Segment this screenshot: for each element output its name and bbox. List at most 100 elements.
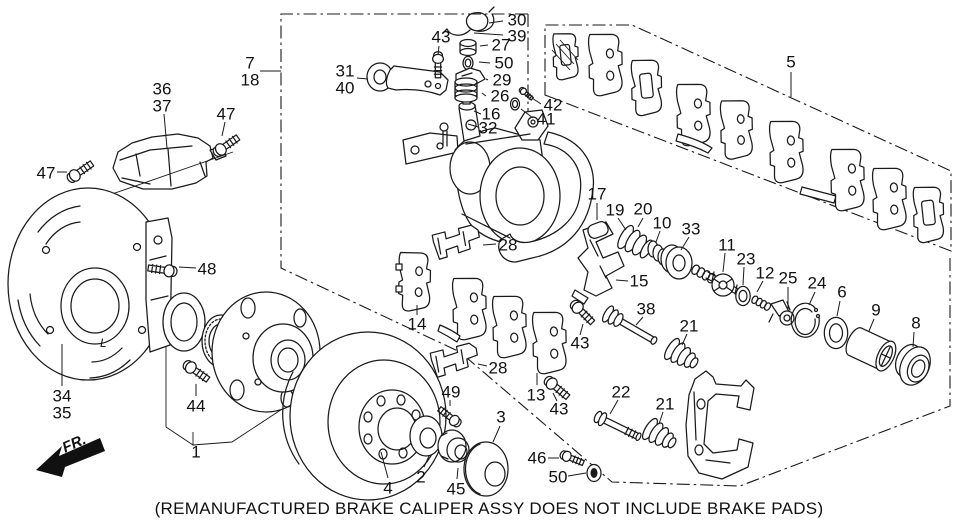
callout-leader-line [489, 21, 503, 23]
brake-pad-13 [528, 308, 571, 376]
callout-leader-line [381, 452, 388, 478]
pin-boot-21-upper [661, 335, 704, 376]
spring-cap-part [460, 40, 476, 56]
part-number-callout: 49 [442, 382, 461, 401]
brake-pad [868, 164, 911, 232]
return-spring-part [443, 7, 494, 35]
callout-leader-line [164, 114, 167, 148]
part-number-callout: 18 [241, 70, 260, 89]
part-number-callout: 19 [606, 200, 625, 219]
wear-indicator [800, 187, 836, 203]
part-number-callout: 47 [217, 104, 236, 123]
part-number-callout: 43 [432, 27, 451, 46]
part-number-callout: 43 [571, 333, 590, 352]
part-number-callout: 50 [549, 467, 568, 486]
brake-pad [765, 117, 808, 185]
pad-retainer-clip [431, 223, 483, 261]
dust-cap-part [464, 442, 508, 496]
part-number-callout: 4 [383, 478, 392, 497]
callout-leader-line [357, 78, 368, 79]
part-number-callout: 38 [637, 299, 656, 318]
part-number-callout: 28 [499, 235, 518, 254]
callout-leader-line [483, 244, 496, 245]
part-number-callout: 9 [871, 300, 880, 319]
caliper-body-part [403, 110, 593, 262]
part-number-callout: 41 [537, 109, 556, 128]
shield-bolt-axis-line [95, 152, 233, 200]
adjuster-spindle-33 [661, 245, 742, 296]
diagram-caption: (REMANUFACTURED BRAKE CALIPER ASSY DOES … [155, 499, 824, 518]
callout-leader-line [486, 79, 488, 80]
part-number-callout: 16 [482, 104, 501, 123]
part-number-callout: 30 [508, 10, 527, 29]
part-number-callout: 11 [718, 235, 736, 254]
callout-leader-line [723, 253, 725, 272]
part-number-callout: 12 [756, 263, 775, 282]
callout-leader-line [480, 45, 488, 46]
part-number-callout: 45 [447, 479, 466, 498]
part-number-callout: 39 [508, 26, 527, 45]
part-number-callout: 26 [491, 86, 510, 105]
part-number-callout: 35 [53, 403, 72, 422]
callout-leader-line [468, 124, 478, 127]
pad-shim [549, 31, 582, 82]
callout-leader-line [681, 237, 689, 250]
slide-pin-22 [592, 409, 643, 444]
part-number-callout: 36 [153, 79, 172, 98]
part-number-callout: 24 [808, 273, 827, 292]
pad-shim [627, 57, 666, 118]
caliper-group-border [281, 14, 950, 486]
part-number-callout: 3 [496, 407, 505, 426]
callout-leader-line [479, 62, 490, 63]
brake-pad [488, 292, 531, 360]
part-number-callout: 40 [336, 78, 355, 97]
part-number-callout: 17 [588, 184, 607, 203]
pad-spring-bracket-part [572, 222, 624, 304]
part-number-callout: 25 [779, 268, 798, 287]
callout-leader-line [757, 281, 763, 292]
part-number-callout: 14 [408, 314, 427, 333]
grommet-50-lower [587, 465, 601, 482]
brake-pad-14 [395, 249, 434, 313]
direction-indicator: FR. [36, 431, 105, 477]
callout-leader-line [222, 122, 225, 136]
part-number-callout: 46 [528, 448, 547, 467]
callout-leader-line [474, 33, 503, 35]
lever-25 [769, 300, 794, 325]
adjuster-pin-part [586, 220, 610, 240]
part-number-callout: 27 [492, 35, 511, 54]
callout-leader-line [493, 426, 500, 442]
snap-ring-24 [791, 303, 819, 337]
callout-leader-line [636, 317, 643, 325]
hub-bolt-44 [180, 357, 213, 386]
spindle-nut-part [438, 430, 469, 462]
pad-retainer-clip [429, 341, 481, 379]
part-number-callout: 50 [495, 53, 514, 72]
part-number-callout: 37 [153, 96, 172, 115]
pin-boot-21-lower [639, 415, 682, 456]
part-number-callout: 28 [489, 358, 508, 377]
pad-tab [396, 264, 402, 270]
part-number-callout: 44 [187, 396, 206, 415]
part-number-callout: 43 [550, 399, 569, 418]
caliper-bracket-part [686, 371, 754, 479]
callout-leader-line [179, 267, 196, 268]
part-number-callout: 20 [634, 199, 653, 218]
brake-rotor-part [283, 332, 446, 500]
callout-leader-line [869, 319, 874, 331]
part-number-callout: 29 [493, 70, 512, 89]
callout-leader-line [580, 324, 583, 335]
grommet-part [462, 56, 474, 70]
part-number-callout: 48 [198, 259, 217, 278]
bushing-part [455, 78, 477, 102]
callout-leader-line [553, 393, 557, 401]
callout-leader-line [809, 292, 815, 305]
part-number-callout: 2 [416, 467, 425, 486]
part-number-callout: 8 [911, 313, 920, 332]
piston-boot-8 [888, 339, 936, 390]
part-number-callout: 5 [786, 52, 795, 71]
callout-leader-line [743, 267, 744, 285]
callout-leader-line [568, 473, 586, 476]
